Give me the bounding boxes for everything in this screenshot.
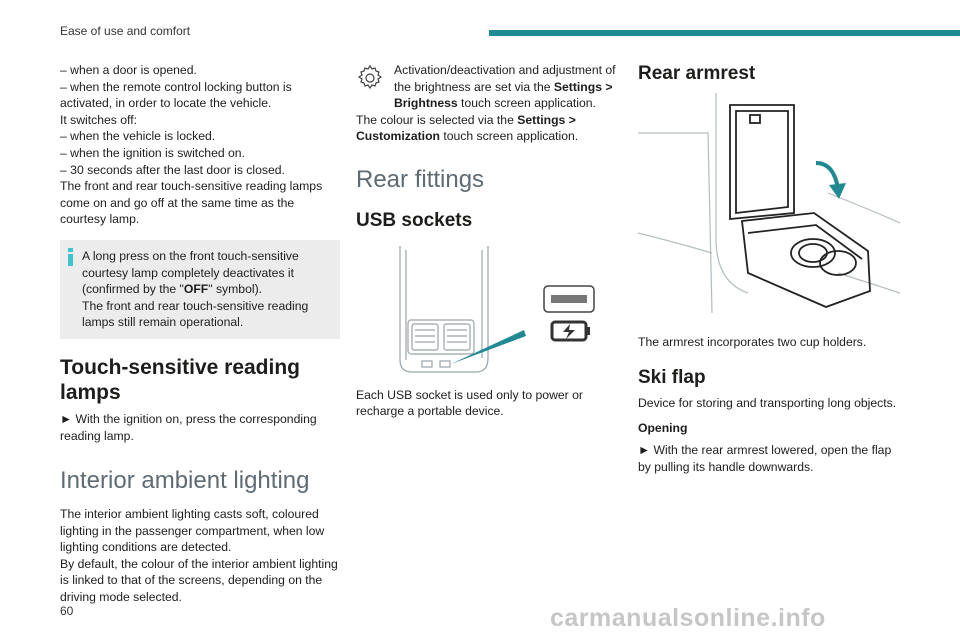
settings-gear-icon bbox=[357, 64, 383, 90]
page-number: 60 bbox=[60, 604, 74, 618]
battery-charging-icon bbox=[550, 320, 590, 342]
brightness-text: Activation/deactivation and adjustment o… bbox=[394, 63, 616, 111]
info-box: A long press on the front touch-sensitiv… bbox=[60, 239, 340, 339]
opening-text: ► With the rear armrest lowered, open th… bbox=[638, 443, 892, 474]
watermark: carmanualsonline.info bbox=[550, 604, 826, 632]
armrest-caption: The armrest incorporates two cup holders… bbox=[638, 334, 867, 349]
text-line: – when a door is opened. bbox=[60, 63, 197, 77]
usb-socket-closeup bbox=[543, 285, 595, 313]
info-icon bbox=[68, 247, 73, 266]
rear-armrest-illustration bbox=[637, 93, 901, 314]
usb-sockets-heading: USB sockets bbox=[356, 209, 473, 231]
text-line: – when the remote control locking button… bbox=[60, 79, 292, 111]
column-1: – when a door is opened. – when the remo… bbox=[60, 62, 340, 606]
opening-label: Opening bbox=[638, 420, 688, 435]
ski-flap-text: Device for storing and transporting long… bbox=[638, 396, 897, 411]
brightness-block: Activation/deactivation and adjustment o… bbox=[356, 62, 622, 112]
reading-lamps-heading: Touch-sensitive reading lamps bbox=[60, 355, 300, 404]
reading-lamps-text: ► With the ignition on, press the corres… bbox=[60, 411, 317, 443]
rear-fittings-heading: Rear fittings bbox=[356, 165, 485, 193]
ambient-lighting-heading: Interior ambient lighting bbox=[60, 467, 310, 495]
pointer-line bbox=[451, 329, 526, 364]
text-line: – 30 seconds after the last door is clos… bbox=[60, 162, 285, 177]
usb-sockets-illustration bbox=[399, 245, 595, 373]
text-line: – when the ignition is switched on. bbox=[60, 145, 245, 160]
ambient-text-1: The interior ambient lighting casts soft… bbox=[60, 507, 325, 555]
ambient-text-2: By default, the colour of the interior a… bbox=[60, 556, 338, 605]
colour-text: The colour is selected via the Settings … bbox=[356, 112, 579, 144]
section-title: Ease of use and comfort bbox=[60, 24, 191, 38]
text-line: – when the vehicle is locked. bbox=[60, 129, 216, 144]
column-2: Activation/deactivation and adjustment o… bbox=[356, 62, 622, 420]
header-accent-bar bbox=[489, 30, 960, 36]
info-text: A long press on the front touch-sensitiv… bbox=[82, 248, 299, 297]
usb-text: Each USB socket is used only to power or… bbox=[356, 387, 583, 419]
info-text-2: The front and rear touch-sensitive readi… bbox=[82, 298, 309, 330]
column-3: Rear armrest The armrest incorporates tw… bbox=[637, 62, 906, 476]
ski-flap-heading: Ski flap bbox=[638, 367, 706, 389]
text-line: The front and rear touch-sensitive readi… bbox=[60, 179, 323, 227]
rear-armrest-heading: Rear armrest bbox=[638, 63, 756, 84]
text-line: It switches off: bbox=[60, 112, 137, 127]
